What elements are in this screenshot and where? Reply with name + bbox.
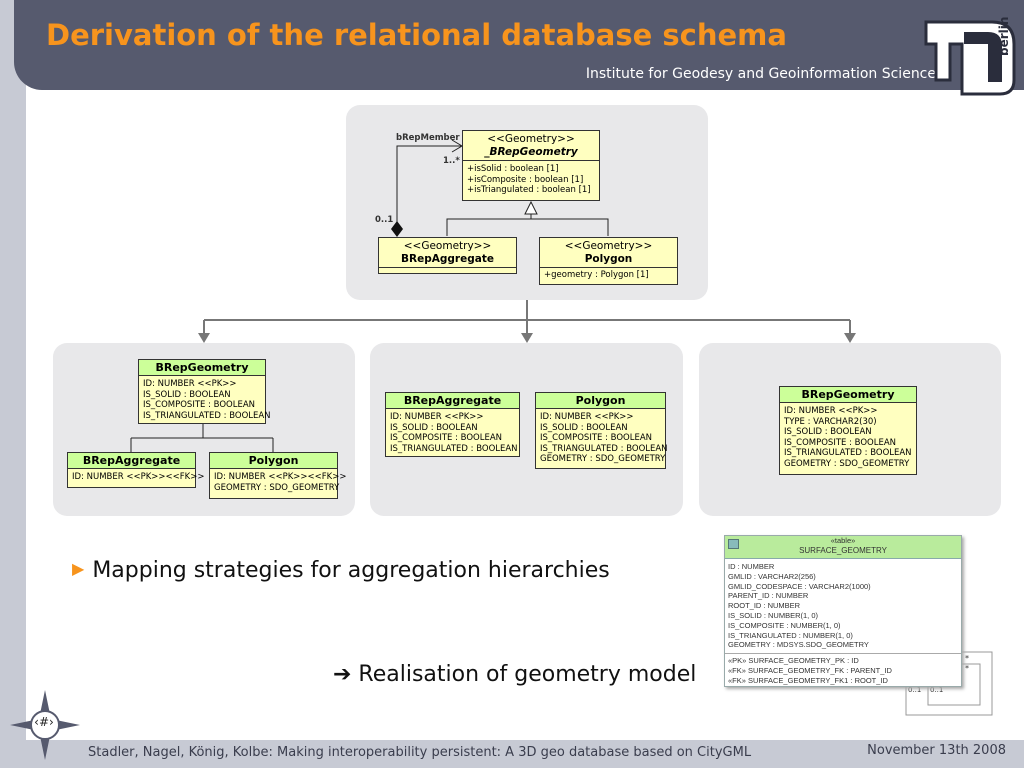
slide-title: Derivation of the relational database sc… [46, 18, 787, 52]
stereotype: <<Geometry>> [487, 133, 575, 145]
stereotype: <<Geometry>> [403, 240, 492, 252]
self-ref-mult: * [965, 664, 969, 673]
footer-date: November 13th 2008 [867, 743, 1006, 758]
column: IS_COMPOSITE : BOOLEAN [390, 433, 503, 443]
column: IS_TRIANGULATED : NUMBER(1, 0) [728, 630, 853, 640]
class-name: _BRepGeometry [484, 146, 578, 158]
table-name: BRepGeometry [780, 387, 916, 403]
table-name: BRepAggregate [68, 453, 195, 469]
navigation-compass-icon[interactable] [8, 688, 82, 762]
column: ID: NUMBER <<PK>> [784, 406, 878, 416]
column: ID : NUMBER [728, 562, 775, 571]
bullet-text: Mapping strategies for aggregation hiera… [92, 558, 610, 583]
attribute: +isSolid : boolean [1] [467, 164, 559, 174]
column: IS_SOLID : BOOLEAN [143, 389, 231, 400]
multiplicity-zero-one: 0..1 [375, 215, 394, 225]
column: IS_SOLID : NUMBER(1, 0) [728, 610, 819, 620]
column: IS_COMPOSITE : BOOLEAN [540, 433, 653, 443]
svg-text:berlin: berlin [997, 17, 1011, 56]
stereotype: <<Geometry>> [564, 240, 653, 252]
table-icon [728, 539, 739, 549]
column: IS_SOLID : BOOLEAN [390, 422, 478, 433]
column: IS_COMPOSITE : BOOLEAN [143, 400, 256, 410]
uml-class-polygon: <<Geometry>> Polygon +geometry : Polygon… [539, 237, 678, 285]
surface-geometry-table: «table» SURFACE_GEOMETRY ID : NUMBER GML… [724, 535, 962, 687]
surface-table-header: «table» SURFACE_GEOMETRY [725, 536, 961, 559]
self-ref-mult: 0..1 [908, 686, 922, 694]
header-bar [14, 0, 1024, 90]
table-name: SURFACE_GEOMETRY [799, 546, 887, 555]
table-polygon-2: Polygon ID: NUMBER <<PK>> IS_SOLID : BOO… [535, 392, 668, 469]
column: ID: NUMBER <<PK>><<FK>> [72, 472, 205, 482]
institute-subtitle: Institute for Geodesy and Geoinformation… [585, 66, 936, 82]
tu-berlin-logo: berlin [924, 17, 1016, 96]
table-name: BRepGeometry [139, 360, 265, 376]
column: ID: NUMBER <<PK>> [390, 412, 484, 422]
column: ID: NUMBER <<PK>> [540, 412, 634, 422]
column: GEOMETRY : SDO_GEOMETRY [540, 454, 666, 464]
column: GMLID : VARCHAR2(256) [728, 571, 816, 581]
column: TYPE : VARCHAR2(30) [784, 416, 877, 427]
column: ROOT_ID : NUMBER [728, 601, 801, 611]
class-name: Polygon [584, 253, 633, 265]
column: IS_SOLID : BOOLEAN [784, 427, 872, 437]
column: GEOMETRY : MDSYS.SDO_GEOMETRY [728, 640, 869, 650]
key: «PK» SURFACE_GEOMETRY_PK : ID [728, 656, 859, 666]
table-name: Polygon [210, 453, 337, 469]
self-ref-mult: * [965, 654, 969, 663]
table-brep-aggregate: BRepAggregate ID: NUMBER <<PK>><<FK>> [67, 452, 205, 488]
uml-class-brep-aggregate: <<Geometry>> BRepAggregate [378, 237, 517, 274]
column: IS_COMPOSITE : BOOLEAN [784, 437, 897, 448]
table-name: Polygon [536, 393, 665, 409]
table-name: BRepAggregate [386, 393, 519, 409]
table-stereotype: «table» [830, 536, 856, 545]
uml-class-brep-geometry: <<Geometry>> _BRepGeometry +isSolid : bo… [462, 130, 600, 201]
multiplicity-one-many: 1..* [443, 156, 460, 166]
column: IS_COMPOSITE : NUMBER(1, 0) [728, 620, 841, 630]
bullet-mapping-strategies: ▶ Mapping strategies for aggregation hier… [72, 558, 610, 583]
key: «FK» SURFACE_GEOMETRY_FK1 : ROOT_ID [728, 675, 888, 685]
column: GEOMETRY : SDO_GEOMETRY [784, 458, 910, 469]
realisation-text: ➔ Realisation of geometry model [333, 662, 697, 687]
column: IS_TRIANGULATED : BOOLEAN [540, 443, 668, 454]
table-brep-geometry-single: BRepGeometry ID: NUMBER <<PK>> TYPE : VA… [779, 386, 917, 475]
key: «FK» SURFACE_GEOMETRY_FK : PARENT_ID [728, 665, 892, 675]
attribute: +isComposite : boolean [1] [467, 174, 584, 185]
table-brep-aggregate-2: BRepAggregate ID: NUMBER <<PK>> IS_SOLID… [385, 392, 520, 457]
footer-bar [0, 740, 1024, 768]
left-band [0, 0, 26, 768]
class-name: BRepAggregate [401, 253, 494, 265]
column: IS_TRIANGULATED : BOOLEAN [784, 448, 912, 458]
column: ID: NUMBER <<PK>> [143, 379, 237, 389]
column: IS_SOLID : BOOLEAN [540, 422, 628, 433]
brep-member-label: bRepMember [396, 133, 460, 143]
column: ID: NUMBER <<PK>><<FK>> [214, 472, 347, 482]
footer-citation: Stadler, Nagel, König, Kolbe: Making int… [88, 745, 752, 760]
page-number: ‹#› [34, 715, 54, 729]
column: GMLID_CODESPACE : VARCHAR2(1000) [728, 581, 871, 591]
column: IS_TRIANGULATED : BOOLEAN [390, 443, 518, 454]
column: IS_TRIANGULATED : BOOLEAN [143, 410, 271, 421]
column: PARENT_ID : NUMBER [728, 591, 809, 601]
table-brep-geometry: BRepGeometry ID: NUMBER <<PK>> IS_SOLID … [138, 359, 271, 424]
table-polygon: Polygon ID: NUMBER <<PK>><<FK>> GEOMETRY… [209, 452, 347, 499]
attribute: +geometry : Polygon [1] [544, 270, 649, 280]
self-ref-mult: 0..1 [930, 686, 944, 694]
attribute: +isTriangulated : boolean [1] [467, 185, 591, 195]
column: GEOMETRY : SDO_GEOMETRY [214, 482, 340, 493]
bullet-triangle-icon: ▶ [72, 559, 85, 578]
